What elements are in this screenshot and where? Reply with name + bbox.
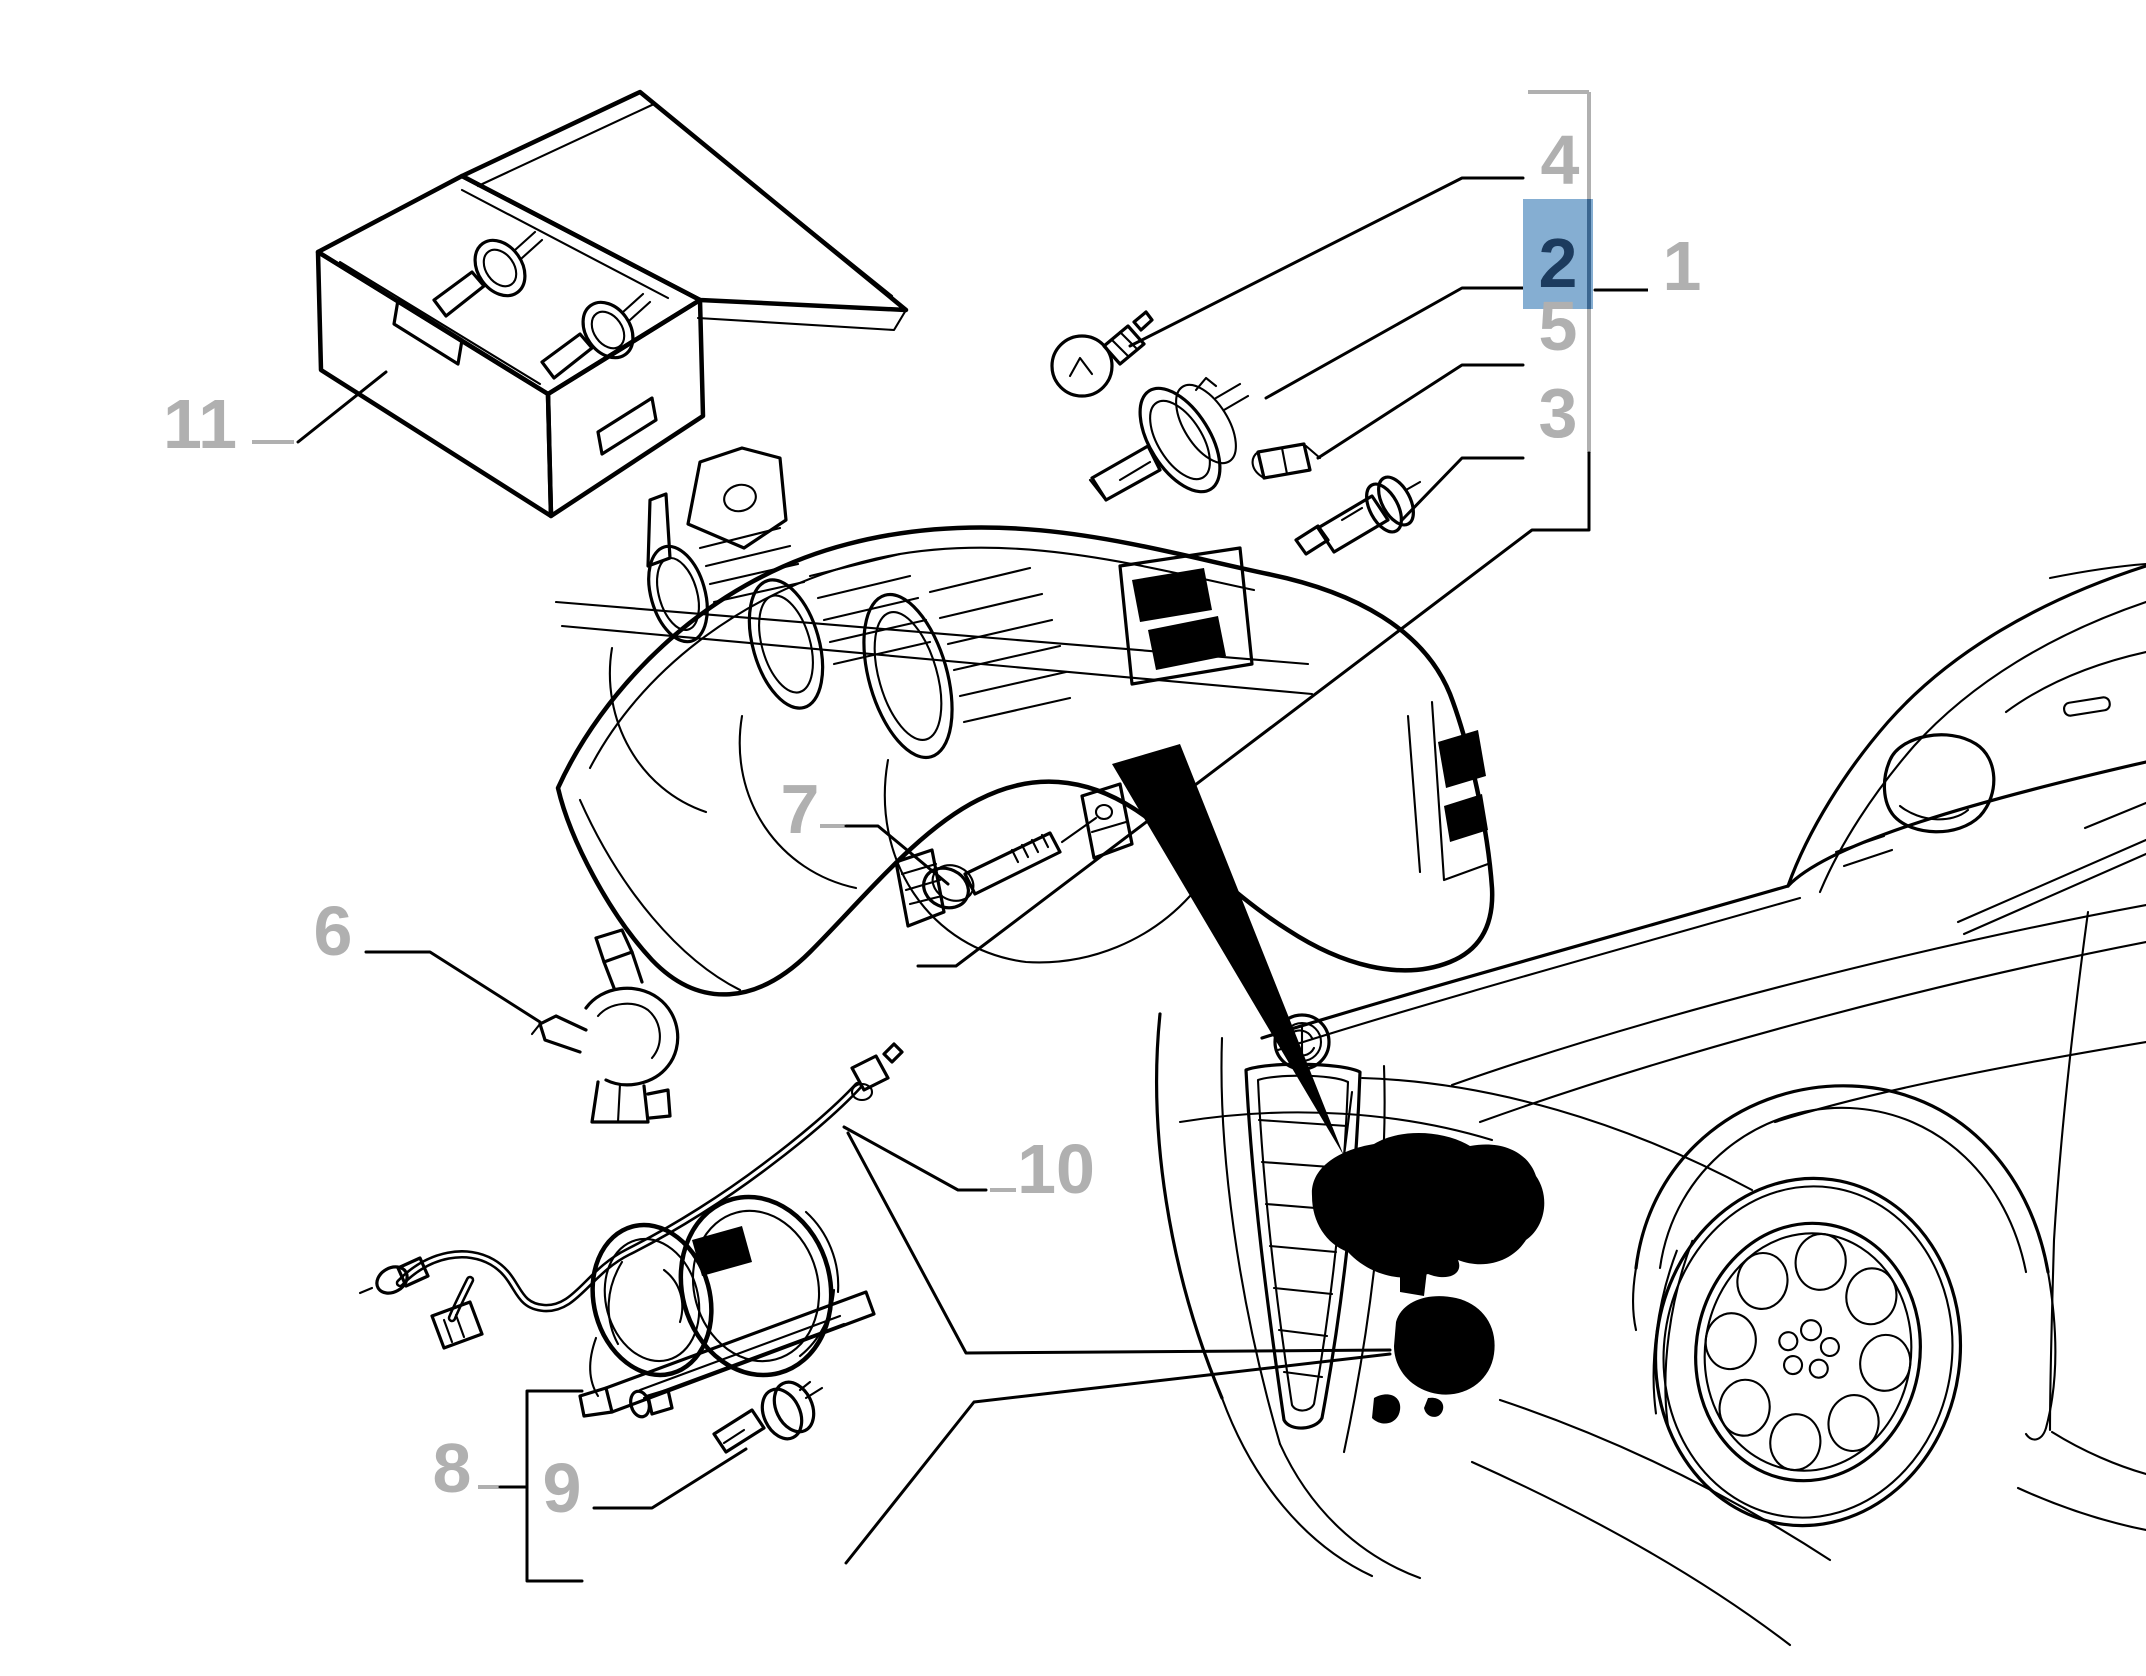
callout-11[interactable]: 11 [163,385,237,463]
headlight-location-arrow [1112,744,1344,1156]
callout-9[interactable]: 9 [543,1449,582,1527]
boxed-bulb-icon [432,230,544,318]
callout-5[interactable]: 5 [1539,287,1578,365]
fog-lamp-bulb-drawing [712,1380,824,1454]
callout-4[interactable]: 4 [1541,121,1580,199]
projector-lens-icon [862,566,1072,760]
projector-lens-icon [647,526,806,644]
side-mirror-icon [1882,733,1996,834]
boxed-bulb-icon [540,292,652,380]
halogen-bulb-h1-drawing [1294,475,1422,556]
location-arrows [844,744,1392,1565]
halogen-bulb-h7-drawing [1088,376,1250,502]
callout-1-background [1648,212,1718,322]
callout-7[interactable]: 7 [781,770,820,848]
foglamp-location-arrow-upper [846,1131,1392,1355]
callout-10[interactable]: 10 [1017,1130,1095,1208]
spare-bulb-box-drawing [315,89,909,519]
grille-shield-icon [1244,1062,1362,1430]
callout-6[interactable]: 6 [314,892,353,970]
callout-3[interactable]: 3 [1539,374,1578,452]
bulb-holder-clip-drawing [530,928,680,1124]
headlight-assembly-drawing [554,446,1495,997]
fog-lamp-assembly-drawing [578,1194,876,1419]
alloy-wheel-icon [1652,1176,1963,1528]
wedge-bulb-drawing [1251,442,1322,480]
callout-8[interactable]: 8 [433,1429,472,1507]
wiring-harness-drawing [358,1042,904,1350]
installed-foglamp-silhouette [1394,1296,1495,1395]
ball-bulb-drawing [1050,310,1154,398]
selected-part-highlight[interactable] [1523,199,1593,309]
door-handle-icon [2063,696,2111,717]
mounting-bolt-drawing [922,816,1098,910]
car-front-end-drawing [1155,562,2146,1647]
foglamp-location-arrow-lower [844,1352,1392,1565]
projector-lens-icon [747,552,932,710]
callout-1[interactable]: 1 [1663,227,1702,305]
installed-headlight-silhouette [1311,1132,1545,1278]
callout-2-selected[interactable]: 2 [1539,224,1578,302]
